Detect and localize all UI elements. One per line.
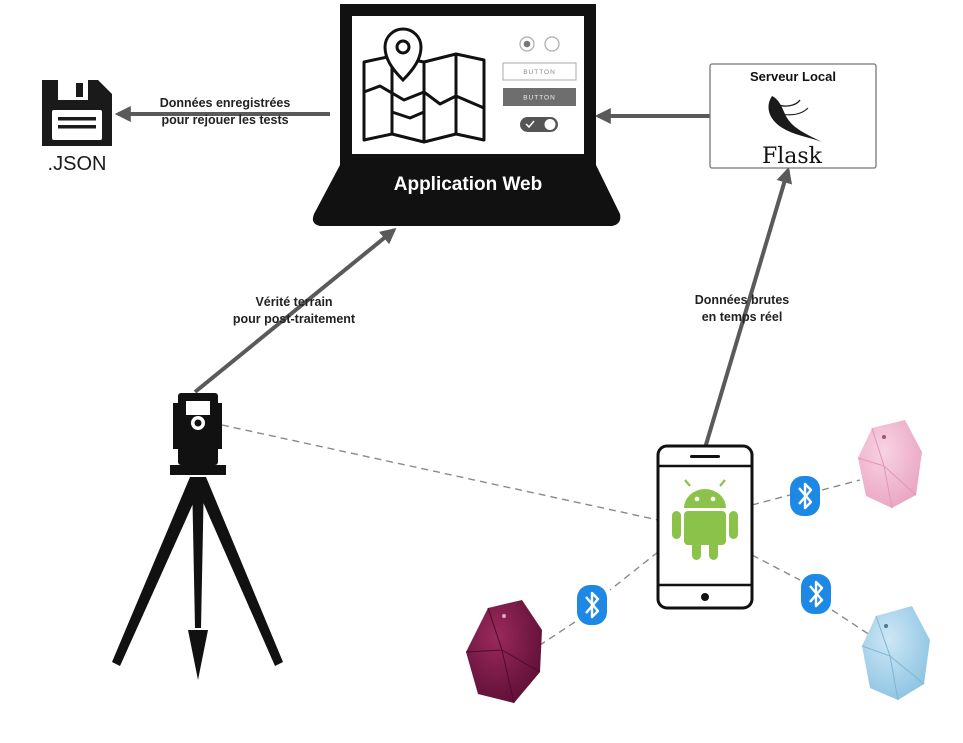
location-pin-icon <box>383 27 423 83</box>
label-ground-truth-line2: pour post-traitement <box>233 312 356 326</box>
toggle-switch[interactable] <box>520 117 558 132</box>
bluetooth-icon-pink <box>790 476 820 516</box>
beacon-pink <box>857 420 922 509</box>
label-raw-data-line1: Données brutes <box>695 293 790 307</box>
smartphone-node <box>656 444 754 610</box>
flask-logo-text: Flask <box>762 144 823 169</box>
total-station-node <box>112 393 283 680</box>
dashed-link-bt-blue <box>831 609 871 636</box>
checkmark-icon <box>525 120 535 129</box>
android-icon <box>672 479 738 560</box>
radio-unselected[interactable] <box>544 36 560 52</box>
radio-group <box>519 36 560 52</box>
dashed-link-station-phone <box>221 424 659 521</box>
laptop-title: Application Web <box>394 174 542 195</box>
dashed-link-bt-purple <box>539 621 576 646</box>
bluetooth-icon-purple <box>577 585 607 625</box>
label-raw-data: Données brutes en temps réel <box>695 293 790 324</box>
beacon-blue <box>861 606 930 701</box>
arrow-station-to-app <box>193 227 397 394</box>
label-ground-truth-line1: Vérité terrain <box>255 295 332 309</box>
outline-button[interactable]: BUTTON <box>502 62 577 81</box>
dashed-link-phone-purple <box>609 551 659 591</box>
dashed-links <box>221 424 871 646</box>
arrow-phone-to-server <box>703 166 793 449</box>
outline-button-label: BUTTON <box>523 69 556 76</box>
arrows <box>114 106 793 449</box>
total-station-icon <box>170 393 226 475</box>
server-node: Serveur Local Flask <box>709 63 877 169</box>
server-box <box>709 63 877 169</box>
bluetooth-icon-blue <box>801 574 831 614</box>
dashed-link-phone-pink <box>751 494 791 506</box>
tripod-icon <box>112 477 283 680</box>
label-saved-data: Données enregistrées pour rejouer les te… <box>160 96 291 127</box>
json-file-label: .JSON <box>48 153 107 175</box>
filled-button-label: BUTTON <box>523 95 556 102</box>
flask-horn-icon <box>768 96 822 142</box>
laptop-node: BUTTON BUTTON Application Web <box>312 4 621 226</box>
dashed-link-phone-blue <box>751 554 801 581</box>
dashed-link-bt-pink <box>821 479 861 491</box>
label-saved-data-line1: Données enregistrées <box>160 96 291 110</box>
floppy-disk-icon <box>42 80 112 146</box>
label-raw-data-line2: en temps réel <box>702 310 783 324</box>
label-ground-truth: Vérité terrain pour post-traitement <box>233 295 356 326</box>
beacon-purple <box>465 600 542 704</box>
json-file-node: .JSON <box>42 80 112 175</box>
label-saved-data-line2: pour rejouer les tests <box>161 113 288 127</box>
filled-button[interactable]: BUTTON <box>503 88 576 106</box>
server-title: Serveur Local <box>750 69 836 84</box>
